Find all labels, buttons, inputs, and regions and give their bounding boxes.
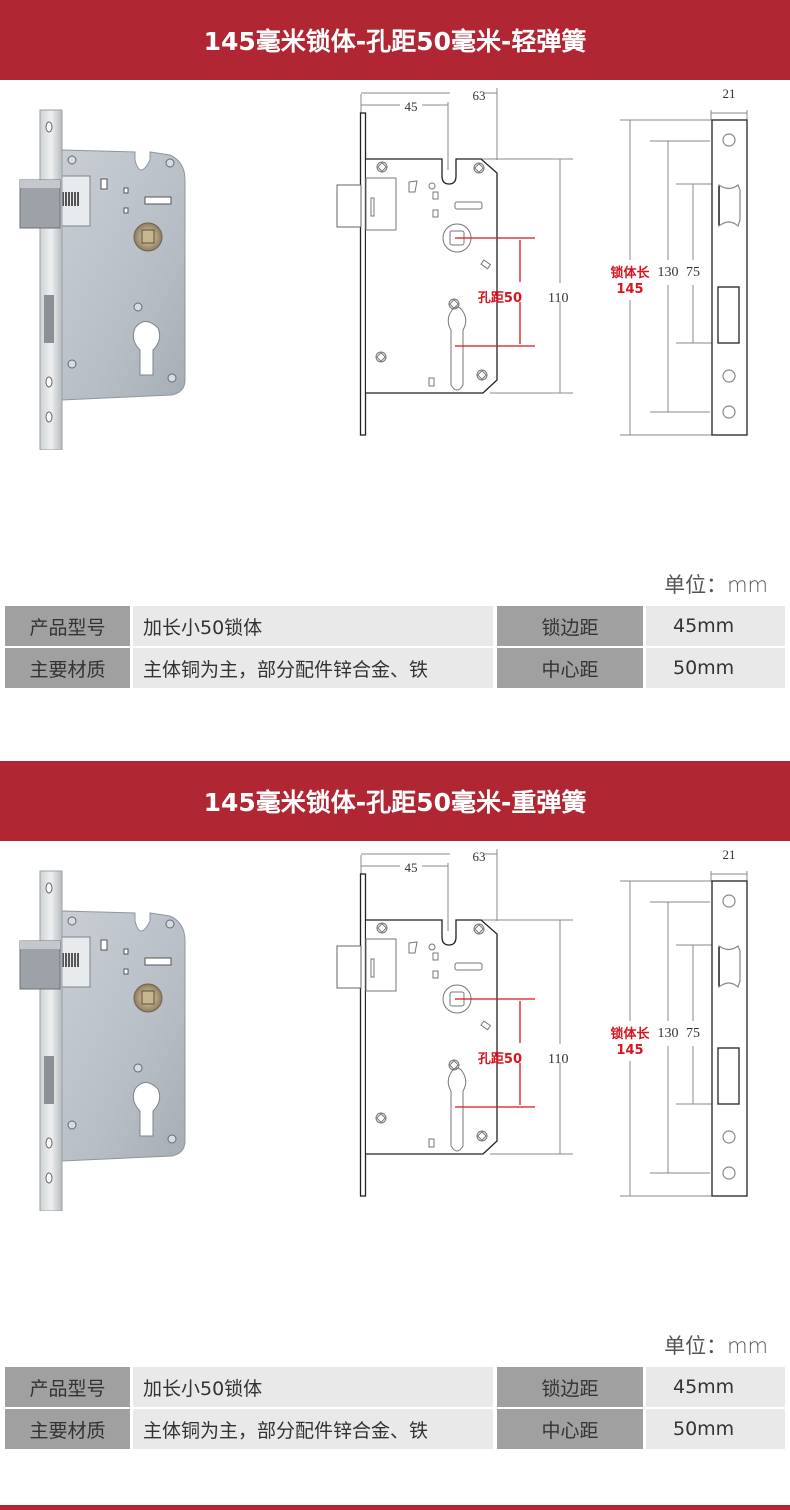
spec-table: 产品型号 加长小50锁体 锁边距 45mm 主要材质 主体铜为主，部分配件锌合金… — [5, 1367, 785, 1451]
front-view-drawing: 63 45 110 孔距50 — [336, 88, 573, 436]
backset-label: 锁边距 — [497, 1367, 643, 1407]
material-value: 主体铜为主，部分配件锌合金、铁 — [133, 1409, 493, 1449]
dim-63-label: 63 — [473, 88, 486, 103]
body-length-value: 145 — [616, 282, 643, 297]
dim-75-label: 75 — [686, 1026, 700, 1041]
backset-label: 锁边距 — [497, 606, 643, 646]
table-row: 产品型号 加长小50锁体 锁边距 45mm — [5, 1367, 785, 1407]
dim-110-label: 110 — [548, 1052, 568, 1067]
center-distance-value: 50mm — [646, 648, 785, 688]
unit-label: 单位：mm — [664, 573, 768, 597]
backset-value: 45mm — [646, 1367, 785, 1407]
center-distance-value: 50mm — [646, 1409, 785, 1449]
dim-110-label: 110 — [548, 291, 568, 306]
dim-45-label: 45 — [405, 99, 418, 114]
dim-75-label: 75 — [686, 265, 700, 280]
side-view-drawing: 21 130 75 锁体长 145 — [610, 847, 748, 1197]
spec-table: 产品型号 加长小50锁体 锁边距 45mm 主要材质 主体铜为主，部分配件锌合金… — [5, 606, 785, 690]
dim-130-label: 130 — [658, 1026, 679, 1041]
model-value: 加长小50锁体 — [133, 606, 493, 646]
unit-label: 单位：mm — [664, 1334, 768, 1358]
lock-body-photo — [19, 109, 186, 450]
section-title: 145毫米锁体-孔距50毫米-轻弹簧 — [203, 27, 587, 56]
dim-21-label: 21 — [723, 847, 736, 862]
front-view-drawing: 63 45 110 孔距50 — [336, 849, 573, 1197]
bottom-red-strip — [0, 1505, 790, 1510]
model-label: 产品型号 — [5, 1367, 130, 1407]
side-view-drawing: 21 130 75 锁体长 145 — [610, 86, 748, 436]
backset-value: 45mm — [646, 606, 785, 646]
product-section: 145毫米锁体-孔距50毫米-轻弹簧 — [0, 0, 790, 740]
table-row: 主要材质 主体铜为主，部分配件锌合金、铁 中心距 50mm — [5, 648, 785, 688]
material-label: 主要材质 — [5, 1409, 130, 1449]
model-value: 加长小50锁体 — [133, 1367, 493, 1407]
lock-body-photo — [19, 870, 186, 1211]
dim-63-label: 63 — [473, 849, 486, 864]
dim-130-label: 130 — [658, 265, 679, 280]
center-distance-label: 中心距 — [497, 648, 643, 688]
body-length-label: 锁体长 — [610, 265, 650, 281]
center-distance-label: 中心距 — [497, 1409, 643, 1449]
section-banner: 145毫米锁体-孔距50毫米-重弹簧 — [0, 761, 790, 841]
section-banner: 145毫米锁体-孔距50毫米-轻弹簧 — [0, 0, 790, 80]
table-row: 主要材质 主体铜为主，部分配件锌合金、铁 中心距 50mm — [5, 1409, 785, 1449]
body-length-value: 145 — [616, 1043, 643, 1058]
dim-21-label: 21 — [723, 86, 736, 101]
body-length-label: 锁体长 — [610, 1026, 650, 1042]
hole-distance-label: 孔距50 — [478, 291, 522, 306]
model-label: 产品型号 — [5, 606, 130, 646]
dim-45-label: 45 — [405, 860, 418, 875]
hole-distance-label: 孔距50 — [478, 1052, 522, 1067]
material-label: 主要材质 — [5, 648, 130, 688]
table-row: 产品型号 加长小50锁体 锁边距 45mm — [5, 606, 785, 646]
material-value: 主体铜为主，部分配件锌合金、铁 — [133, 648, 493, 688]
section-title: 145毫米锁体-孔距50毫米-重弹簧 — [203, 788, 587, 817]
product-section: 145毫米锁体-孔距50毫米-重弹簧 — [0, 761, 790, 1501]
